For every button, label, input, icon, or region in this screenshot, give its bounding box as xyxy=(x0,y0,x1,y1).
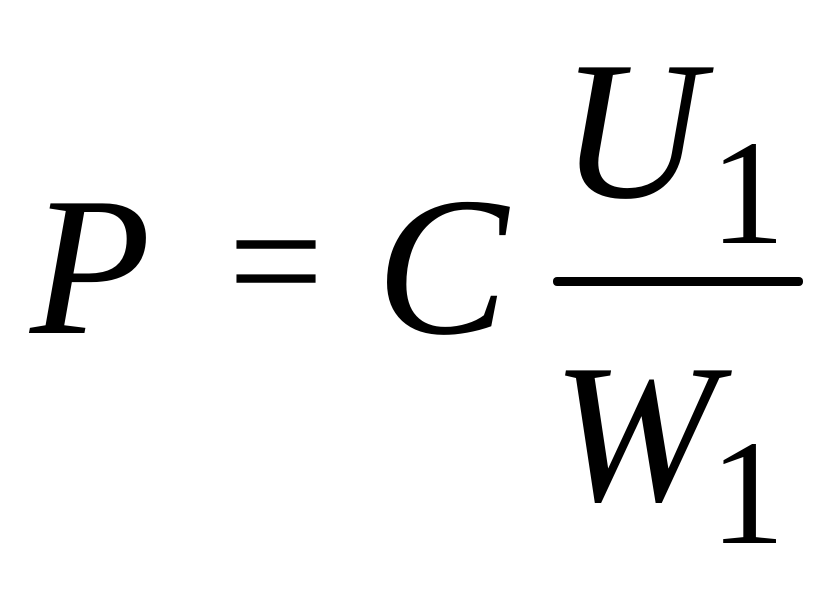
denominator-subscript: 1 xyxy=(710,410,785,576)
fraction-bar xyxy=(553,277,803,286)
formula-lhs-variable: P xyxy=(30,157,151,376)
equals-sign: = xyxy=(228,167,324,355)
numerator-variable: U xyxy=(560,21,703,240)
numerator-subscript: 1 xyxy=(710,110,785,276)
formula-coefficient: C xyxy=(376,157,509,376)
denominator-variable: W xyxy=(552,324,717,543)
